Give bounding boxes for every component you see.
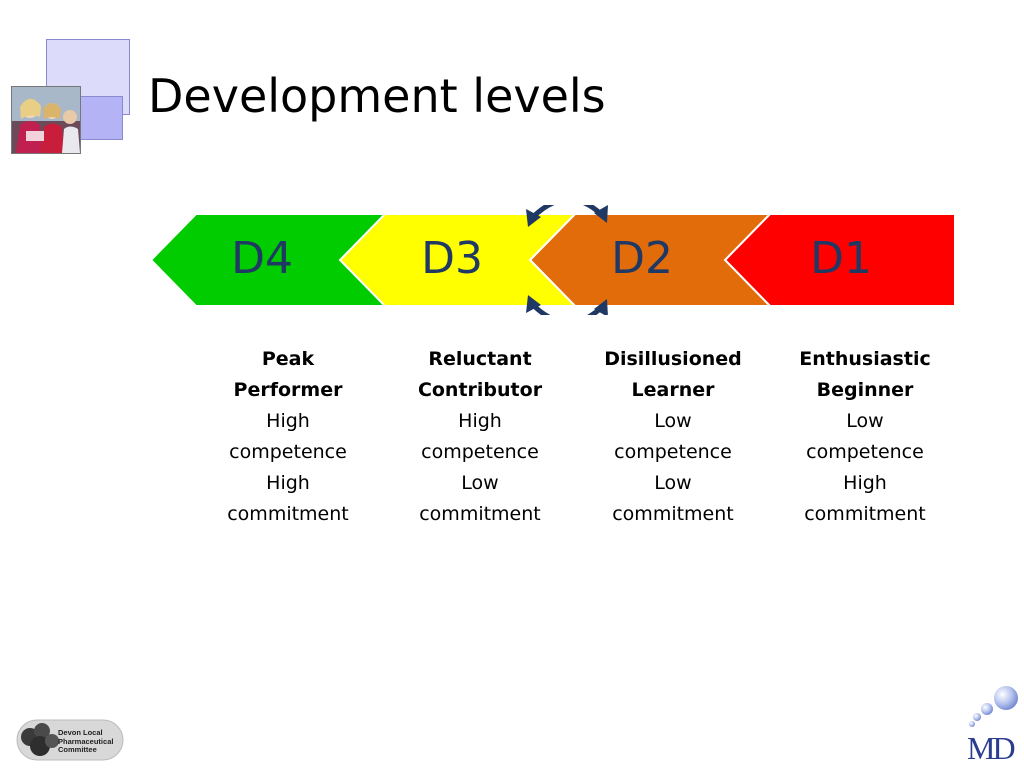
level-detail-line: High: [266, 472, 310, 494]
level-label-d1: D1: [810, 233, 872, 284]
level-detail-line: High: [843, 472, 887, 494]
level-name-line: Contributor: [417, 379, 543, 401]
level-detail-line: competence: [229, 441, 347, 463]
md-logo-text: MD: [967, 730, 1016, 766]
level-detail-line: High: [266, 410, 310, 432]
level-detail-line: commitment: [612, 503, 734, 525]
cycle-arrowheads-icon: [526, 205, 608, 315]
level-description-d4: Peak Performer High competence High comm…: [203, 344, 373, 530]
level-label-d3: D3: [421, 233, 483, 284]
level-detail-line: competence: [614, 441, 732, 463]
lpc-text-line: Committee: [58, 745, 97, 754]
devon-lpc-logo: [16, 719, 124, 761]
devon-lpc-logo-text: Devon Local Pharmaceutical Committee: [58, 728, 128, 755]
level-name-line: Reluctant: [428, 348, 532, 370]
level-detail-line: commitment: [227, 503, 349, 525]
level-detail-line: competence: [421, 441, 539, 463]
level-detail-line: Low: [654, 472, 692, 494]
md-logo-bubbles-icon: [969, 686, 1018, 727]
page-title: Development levels: [148, 69, 606, 123]
cycle-arrows-icon: [530, 205, 605, 315]
level-name-line: Peak: [261, 348, 315, 370]
level-detail-line: Low: [846, 410, 884, 432]
people-photo: [11, 86, 81, 154]
decorative-square-front: [79, 96, 123, 140]
level-detail-line: High: [458, 410, 502, 432]
level-label-d4: D4: [231, 233, 293, 284]
d4-arrow-shape: [149, 213, 388, 307]
lpc-text-line: Pharmaceutical: [58, 736, 114, 746]
level-label-d2: D2: [611, 233, 673, 284]
level-description-d1: Enthusiastic Beginner Low competence Hig…: [780, 344, 950, 530]
level-name-line: Disillusioned: [604, 348, 742, 370]
level-name-line: Enthusiastic: [799, 348, 931, 370]
lpc-text-line: Devon Local: [58, 728, 103, 737]
level-description-d2: Disillusioned Learner Low competence Low…: [588, 344, 758, 530]
level-name-line: Beginner: [816, 379, 914, 401]
development-level-arrows: [149, 205, 956, 315]
level-detail-line: commitment: [419, 503, 541, 525]
level-detail-line: commitment: [804, 503, 926, 525]
level-detail-line: competence: [806, 441, 924, 463]
level-name-line: Learner: [631, 379, 715, 401]
level-detail-line: Low: [654, 410, 692, 432]
level-detail-line: Low: [461, 472, 499, 494]
level-description-d3: Reluctant Contributor High competence Lo…: [395, 344, 565, 530]
level-name-line: Performer: [233, 379, 343, 401]
